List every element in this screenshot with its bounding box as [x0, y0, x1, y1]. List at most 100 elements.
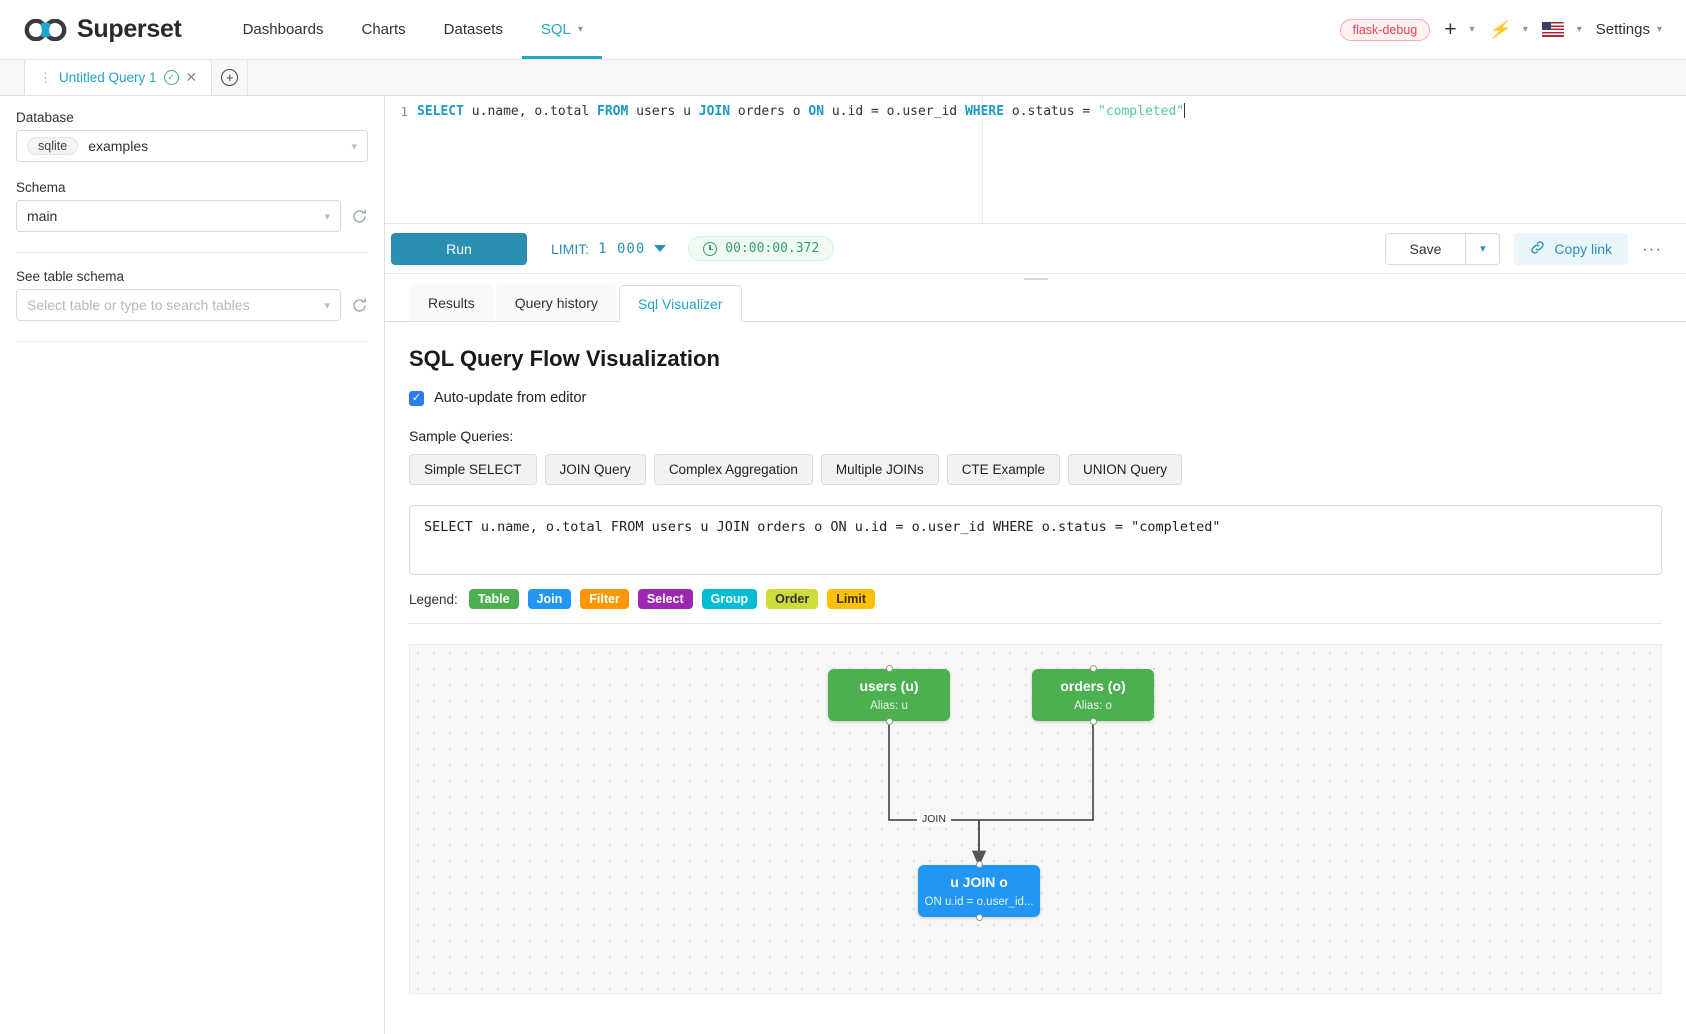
editor-gutter: 1 — [400, 104, 408, 119]
sql-visualizer-panel: SQL Query Flow Visualization ✓ Auto-upda… — [385, 322, 1686, 1034]
new-item-button[interactable]: + ▾ — [1444, 19, 1474, 40]
query-tab-label: Untitled Query 1 — [59, 70, 157, 85]
code-token: orders o — [730, 104, 809, 119]
table-schema-field: See table schema Select table or type to… — [16, 269, 368, 321]
sql-input-textarea[interactable] — [409, 505, 1662, 575]
sql-editor[interactable]: 1 SELECT u.name, o.total FROM users u JO… — [385, 96, 1686, 224]
nav-label: Charts — [361, 21, 406, 38]
run-button[interactable]: Run — [391, 232, 527, 265]
chevron-down-icon: ▾ — [324, 299, 330, 312]
legend-item-filter: Filter — [580, 589, 629, 609]
panel-divider-2 — [16, 341, 368, 342]
result-tab-bar: Results Query history Sql Visualizer — [385, 284, 1686, 322]
toolbar-right: Save ▾ Copy link ··· — [1384, 232, 1663, 265]
nav-dashboards[interactable]: Dashboards — [224, 0, 343, 59]
save-dropdown-chevron-down-icon[interactable]: ▾ — [1465, 233, 1499, 264]
chevron-down-icon: ▾ — [1522, 24, 1528, 35]
chevron-down-icon: ▾ — [324, 210, 330, 223]
nav-datasets[interactable]: Datasets — [425, 0, 522, 59]
settings-label: Settings — [1595, 21, 1650, 38]
superset-logo[interactable]: Superset — [24, 15, 182, 44]
database-value: examples — [88, 138, 149, 154]
code-token: o.status = — [1004, 104, 1098, 119]
query-tab-bar: ⋮ Untitled Query 1 ✓ ✕ + — [0, 59, 1686, 96]
plus-circle-icon: + — [221, 68, 239, 86]
code-token: JOIN — [698, 104, 731, 119]
nav-label: Datasets — [443, 21, 503, 38]
sample-query-union-query[interactable]: UNION Query — [1067, 454, 1182, 485]
auto-update-checkbox[interactable]: ✓ — [409, 390, 424, 406]
node-port-bottom[interactable] — [975, 914, 983, 921]
auto-update-row: ✓ Auto-update from editor — [409, 390, 1662, 406]
sample-query-simple-select[interactable]: Simple SELECT — [409, 454, 537, 485]
more-options-icon[interactable]: ··· — [1642, 238, 1662, 258]
limit-label: LIMIT: — [551, 240, 590, 257]
legend-item-group: Group — [701, 589, 758, 609]
close-icon[interactable]: ✕ — [185, 69, 198, 85]
node-port-bottom[interactable] — [885, 718, 893, 725]
flow-edge-orders-to-join — [978, 721, 1094, 865]
legend-item-order: Order — [766, 589, 819, 609]
copy-link-button[interactable]: Copy link — [1514, 232, 1629, 265]
nav-label: SQL — [540, 21, 571, 38]
nav-sql[interactable]: SQL ▾ — [521, 0, 602, 59]
refresh-schema-icon[interactable] — [351, 208, 368, 225]
node-title: users (u) — [859, 678, 919, 694]
database-label: Database — [16, 110, 74, 125]
sample-query-cte-example[interactable]: CTE Example — [946, 454, 1060, 485]
editor-column-guide — [982, 96, 983, 223]
drag-handle-icon[interactable]: ⋮ — [39, 70, 52, 85]
table-select[interactable]: Select table or type to search tables ▾ — [16, 289, 341, 321]
node-subtitle: Alias: o — [1074, 700, 1112, 712]
code-token: u.id = o.user_id — [824, 104, 965, 119]
language-selector[interactable]: ▾ — [1541, 22, 1582, 37]
node-port-top[interactable] — [1089, 665, 1097, 672]
link-icon — [1530, 240, 1545, 258]
query-tab-untitled-query-1[interactable]: ⋮ Untitled Query 1 ✓ ✕ — [24, 59, 213, 95]
node-port-bottom[interactable] — [1089, 718, 1097, 725]
sample-query-join-query[interactable]: JOIN Query — [544, 454, 646, 485]
save-button[interactable]: Save — [1385, 233, 1466, 264]
db-engine-pill: sqlite — [27, 137, 79, 155]
flow-node-orders[interactable]: orders (o)Alias: o — [1032, 665, 1154, 725]
database-select[interactable]: sqlite examples ▾ — [16, 130, 368, 162]
flow-edge-label: JOIN — [917, 812, 951, 826]
tab-label: Sql Visualizer — [637, 295, 723, 312]
refresh-tables-icon[interactable] — [351, 297, 368, 314]
node-port-top[interactable] — [975, 861, 983, 868]
clock-icon — [703, 241, 718, 256]
brand-name: Superset — [77, 15, 182, 43]
add-query-tab-button[interactable]: + — [212, 59, 249, 95]
limit-dropdown[interactable]: LIMIT: 1 000 — [551, 240, 667, 257]
code-token: FROM — [597, 104, 629, 119]
legend-item-table: Table — [468, 589, 519, 609]
tab-sql-visualizer[interactable]: Sql Visualizer — [618, 285, 742, 322]
settings-menu[interactable]: Settings ▾ — [1596, 21, 1662, 38]
schema-field: Schema main ▾ — [16, 180, 368, 232]
chevron-down-icon: ▾ — [1469, 24, 1475, 35]
sample-query-complex-aggregation[interactable]: Complex Aggregation — [653, 454, 813, 485]
caret-down-icon: ▾ — [1576, 24, 1582, 35]
tab-results[interactable]: Results — [409, 284, 494, 321]
legend-item-join: Join — [527, 589, 572, 609]
table-placeholder: Select table or type to search tables — [27, 297, 250, 313]
flow-canvas[interactable]: users (u)Alias: u orders (o)Alias: o u JOI… — [409, 644, 1662, 994]
table-schema-label: See table schema — [16, 269, 125, 284]
tab-query-history[interactable]: Query history — [495, 284, 617, 321]
flow-node-users[interactable]: users (u)Alias: u — [828, 665, 950, 725]
code-token: ON — [808, 104, 825, 119]
primary-nav: Dashboards Charts Datasets SQL ▾ — [224, 0, 602, 59]
right-pane: 1 SELECT u.name, o.total FROM users u JO… — [385, 96, 1686, 1034]
pane-resize-handle[interactable] — [385, 274, 1686, 284]
node-port-top[interactable] — [885, 665, 893, 672]
query-timer: 00:00:00.372 — [688, 236, 835, 261]
schema-select[interactable]: main ▾ — [16, 200, 341, 232]
editor-code-line[interactable]: SELECT u.name, o.total FROM users u JOIN… — [417, 102, 1686, 223]
sample-query-multiple-joins[interactable]: Multiple JOINs — [820, 454, 939, 485]
nav-charts[interactable]: Charts — [342, 0, 424, 59]
code-token: users u — [628, 104, 699, 119]
infinity-logo-icon — [24, 18, 68, 41]
quick-actions-button[interactable]: ⚡ ▾ — [1489, 21, 1528, 38]
